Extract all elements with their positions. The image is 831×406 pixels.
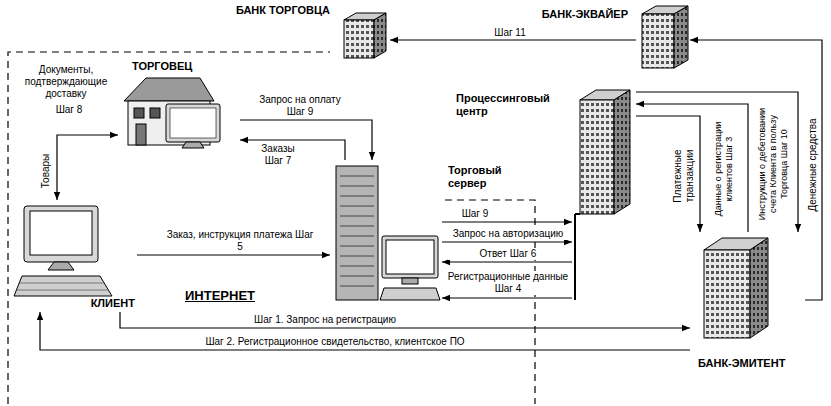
illustration-part [382,236,438,278]
merchant-house-icon [124,78,220,148]
flow-arrow [442,297,572,298]
step-label: Шаг 1. Запрос на регистрацию [240,314,410,326]
illustration-part [124,78,214,101]
node-title: БАНК-ЭМИТЕНТ [698,357,785,370]
step-label: Шаг 11 [480,27,540,39]
step-label: Ответ Шаг 6 [448,248,568,260]
flow-arrow [690,40,822,300]
step-label: Шаг 9 [455,208,495,220]
illustration-part [340,176,374,286]
step-label: Денежные средства [807,115,819,215]
step-label: Товары [40,146,52,196]
flow-arrow [636,116,700,232]
note-label: Документы, подтверждающие доставку [18,64,114,100]
step-label: Данные о регистрации клиентов Шаг 3 [713,112,735,226]
illustration-part [150,108,160,118]
merchant-server: Торговый сервер [330,160,442,306]
illustration-part [575,214,580,300]
flow-arrow [40,312,690,350]
illustration-part [48,262,74,270]
illustration-part [580,100,614,214]
flow-arrow [390,39,636,40]
merchant-bank-icon [344,13,386,58]
bank-building: БАНК ТОРГОВЦА [338,12,390,60]
illustration-part [750,238,768,338]
illustration-part [374,13,386,58]
processing-center-icon [575,90,630,300]
node-title: Торговый сервер [448,164,528,190]
illustration-part [134,108,144,118]
flow-arrow [636,92,798,232]
illustration-part [402,278,418,284]
illustration-part [380,288,440,300]
step-label: Заказы Шаг 7 [250,143,306,167]
server-icon [336,166,440,300]
illustration-part [614,90,630,214]
node-title: БАНК ТОРГОВЦА [236,4,330,17]
step-label: Запрос на оплату Шаг 9 [250,94,350,118]
flow-arrow [442,261,572,262]
step-label: Заказ, инструкция платежа Шаг 5 [165,229,315,253]
node-title: КЛИЕНТ [91,297,135,310]
step-label: Платежные транзакции [672,126,696,226]
node-title: БАНК-ЭКВАЙЕР [542,8,628,21]
flow-arrow [442,221,572,222]
bank-building: БАНК-ЭКВАЙЕР [636,4,690,70]
client-computer: КЛИЕНТ [12,200,137,312]
region-label: ИНТЕРНЕТ [185,288,275,304]
flow-arrow [120,312,690,328]
note-label: Шаг 8 [44,104,94,116]
illustration-part [30,211,92,255]
illustration-part [170,108,216,138]
step-label: Запрос на авторизацию [448,228,568,240]
client-computer-icon [14,206,112,296]
step-label: Регистрационные данные Шаг 4 [446,271,570,295]
illustration-part [336,166,378,300]
illustration-part [17,283,108,290]
flow-arrow [57,135,118,200]
illustration-part [182,142,204,148]
illustration-part [642,14,674,68]
step-label: Инструкции о дебетовании счета Клиента в… [757,100,790,228]
illustration-part [674,6,688,68]
step-label: Шаг 2. Регистрационное свидетельство, кл… [190,336,480,348]
illustration-part [386,240,434,274]
merchant-house: ТОРГОВЕЦ [118,58,240,150]
bank-building: БАНК-ЭМИТЕНТ [690,232,805,372]
node-title: ТОРГОВЕЦ [132,60,192,73]
illustration-part [14,276,112,296]
flow-arrow [636,104,748,232]
illustration-part [704,250,750,338]
node-title: Процессинговый центр [456,92,564,118]
issuer-bank-icon [704,238,768,338]
acquirer-bank-icon [642,6,688,68]
illustration-part [24,206,98,262]
illustration-part [136,124,146,145]
illustration-part [166,104,220,142]
flow-arrow [442,241,572,242]
flow-arrow [137,254,330,255]
processing-center: Процессинговый центр [572,88,636,300]
illustration-part [344,20,374,58]
